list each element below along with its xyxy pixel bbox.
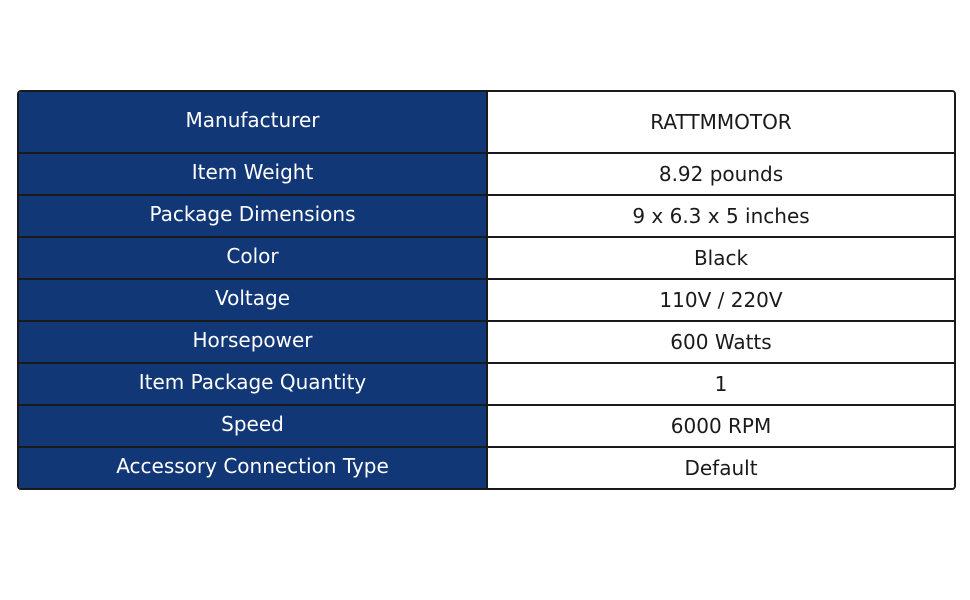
spec-table: Manufacturer RATTMMOTOR Item Weight 8.92… [17,90,956,490]
spec-value: 110V / 220V [488,280,954,320]
spec-label: Voltage [19,280,488,320]
spec-label: Color [19,238,488,278]
spec-label: Horsepower [19,322,488,362]
spec-value: 6000 RPM [488,406,954,446]
spec-value: RATTMMOTOR [488,92,954,152]
spec-value: Default [488,448,954,488]
spec-label: Manufacturer [19,92,488,152]
spec-label: Speed [19,406,488,446]
spec-row-item-weight: Item Weight 8.92 pounds [19,152,954,194]
spec-label: Item Weight [19,154,488,194]
spec-row-color: Color Black [19,236,954,278]
spec-row-item-package-quantity: Item Package Quantity 1 [19,362,954,404]
spec-value: Black [488,238,954,278]
spec-row-package-dimensions: Package Dimensions 9 x 6.3 x 5 inches [19,194,954,236]
spec-row-speed: Speed 6000 RPM [19,404,954,446]
spec-row-horsepower: Horsepower 600 Watts [19,320,954,362]
spec-value: 600 Watts [488,322,954,362]
spec-row-accessory-connection-type: Accessory Connection Type Default [19,446,954,488]
spec-value: 8.92 pounds [488,154,954,194]
spec-label: Package Dimensions [19,196,488,236]
spec-label: Accessory Connection Type [19,448,488,488]
spec-label: Item Package Quantity [19,364,488,404]
spec-value: 1 [488,364,954,404]
spec-row-voltage: Voltage 110V / 220V [19,278,954,320]
spec-row-manufacturer: Manufacturer RATTMMOTOR [19,92,954,152]
spec-value: 9 x 6.3 x 5 inches [488,196,954,236]
